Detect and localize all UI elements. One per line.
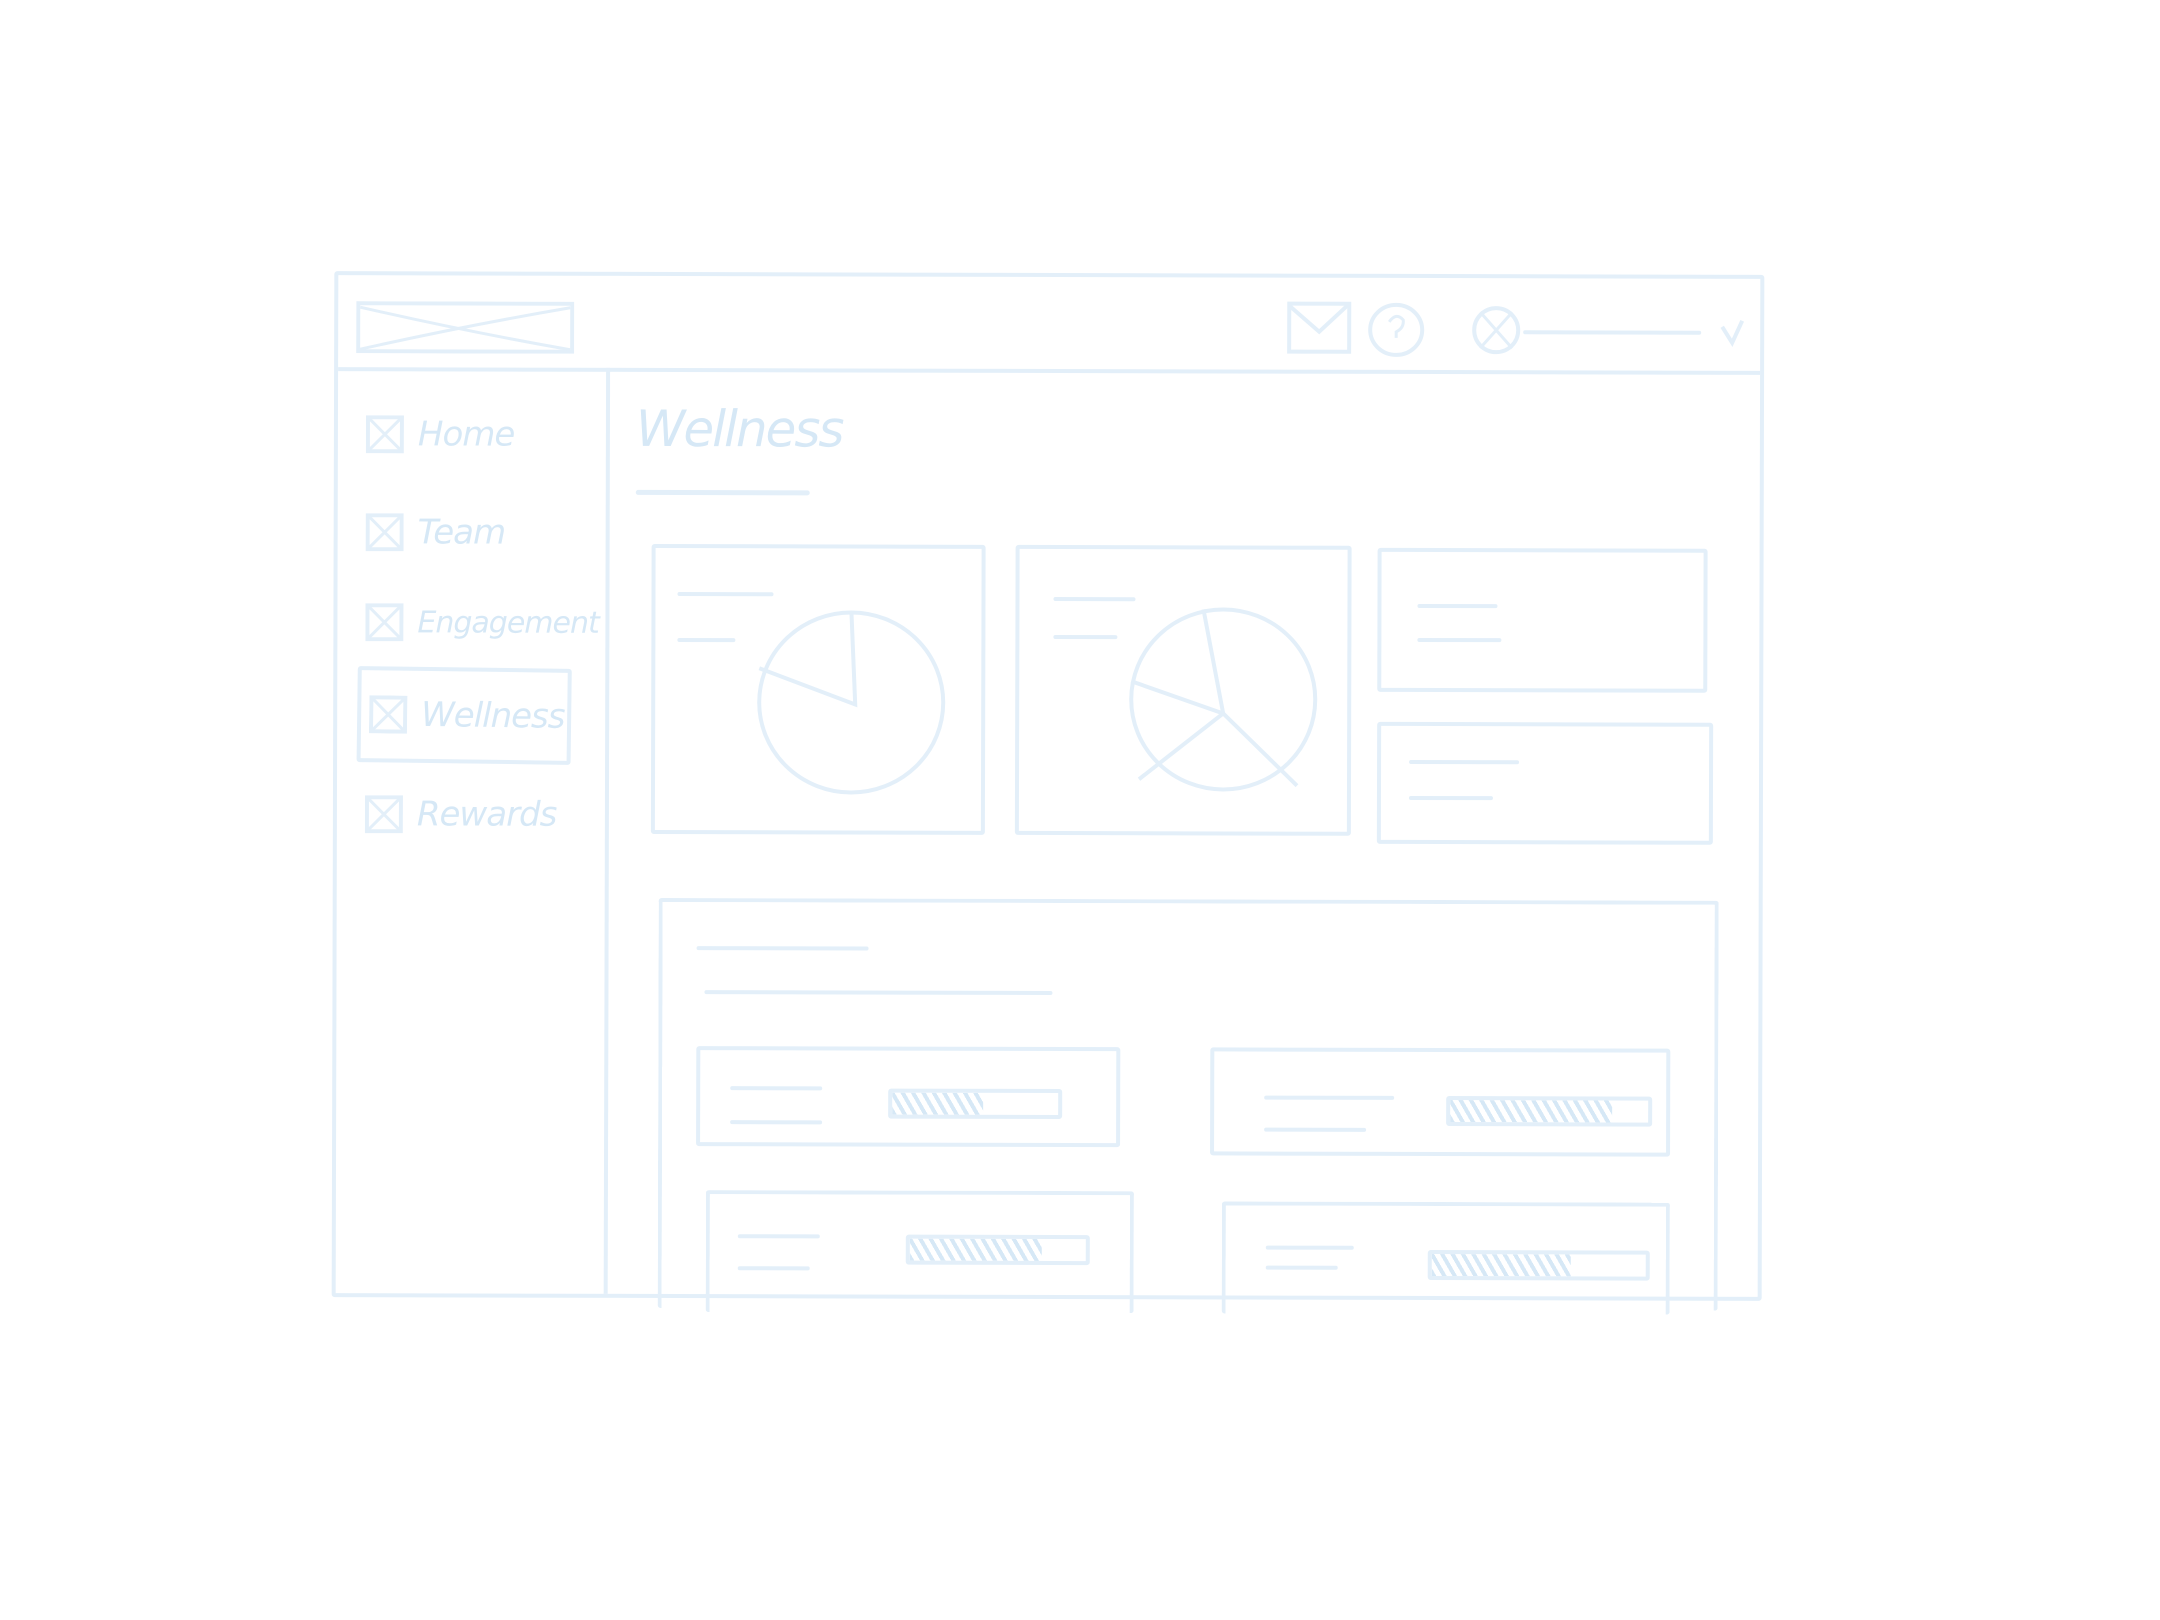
sidebar-item-label: Rewards (416, 794, 557, 835)
image-placeholder-icon (364, 795, 403, 834)
row-value-placeholder (737, 1266, 810, 1271)
user-name-placeholder[interactable] (1523, 330, 1702, 335)
top-bar (338, 275, 1761, 375)
app-window: Home Team Engagement Wellness Rewards (331, 271, 1765, 1315)
image-placeholder-icon (368, 695, 408, 734)
sidebar-item-label: Engagement (417, 604, 599, 641)
progress-bar (905, 1234, 1090, 1266)
sidebar-item-engagement[interactable]: Engagement (357, 587, 599, 658)
chevron-down-icon[interactable] (1718, 313, 1746, 353)
image-placeholder-icon (365, 415, 404, 454)
card-text-placeholder (1417, 637, 1502, 643)
card-title-placeholder (677, 592, 774, 597)
progress-fill (1431, 1254, 1571, 1277)
progress-bar (1427, 1249, 1650, 1281)
card-text-placeholder (1053, 635, 1118, 640)
sidebar-item-label: Team (417, 512, 506, 553)
title-underline (635, 489, 810, 496)
image-placeholder-icon (365, 513, 404, 552)
progress-panel (657, 897, 1719, 1315)
sidebar-item-label: Home (417, 414, 515, 455)
row-value-placeholder (1264, 1127, 1367, 1132)
stat-card (1376, 721, 1714, 845)
card-title-placeholder (1053, 597, 1136, 602)
row-value-placeholder (730, 1120, 823, 1125)
row-label-placeholder (737, 1234, 820, 1239)
logo-placeholder-icon[interactable] (356, 301, 575, 354)
card-text-placeholder (1408, 795, 1493, 801)
sidebar: Home Team Engagement Wellness Rewards (335, 367, 611, 1294)
sidebar-item-home[interactable]: Home (358, 399, 572, 470)
panel-subtitle-placeholder (704, 990, 1053, 996)
help-icon[interactable] (1366, 298, 1426, 362)
progress-bar (1446, 1096, 1653, 1127)
main-content: Wellness (604, 368, 1760, 1315)
panel-title-placeholder (696, 946, 869, 951)
pie-chart-icon (757, 610, 946, 795)
pie-chart-icon (1129, 607, 1318, 792)
progress-row (696, 1046, 1121, 1148)
card-title-placeholder (1417, 603, 1498, 609)
sidebar-item-rewards[interactable]: Rewards (357, 779, 571, 850)
sidebar-item-wellness[interactable]: Wellness (356, 666, 572, 765)
stat-card (1377, 547, 1708, 693)
card-title-placeholder (1409, 759, 1520, 765)
row-label-placeholder (1265, 1245, 1354, 1250)
chart-card (650, 543, 986, 835)
sidebar-item-label: Wellness (420, 694, 565, 737)
image-placeholder-icon (365, 603, 404, 642)
card-text-placeholder (677, 638, 736, 643)
row-label-placeholder (1264, 1095, 1395, 1100)
row-value-placeholder (1265, 1265, 1338, 1270)
progress-row (1210, 1047, 1671, 1157)
progress-row (705, 1190, 1134, 1314)
mail-icon[interactable] (1286, 298, 1352, 362)
progress-fill (892, 1092, 984, 1115)
chart-card (1014, 544, 1352, 836)
progress-row (1221, 1201, 1670, 1315)
sidebar-item-team[interactable]: Team (358, 497, 572, 568)
avatar-placeholder-icon[interactable] (1470, 298, 1522, 362)
page-title: Wellness (635, 399, 843, 459)
row-label-placeholder (730, 1086, 823, 1091)
progress-fill (909, 1238, 1042, 1261)
progress-fill (1450, 1100, 1613, 1123)
progress-bar (888, 1088, 1063, 1120)
